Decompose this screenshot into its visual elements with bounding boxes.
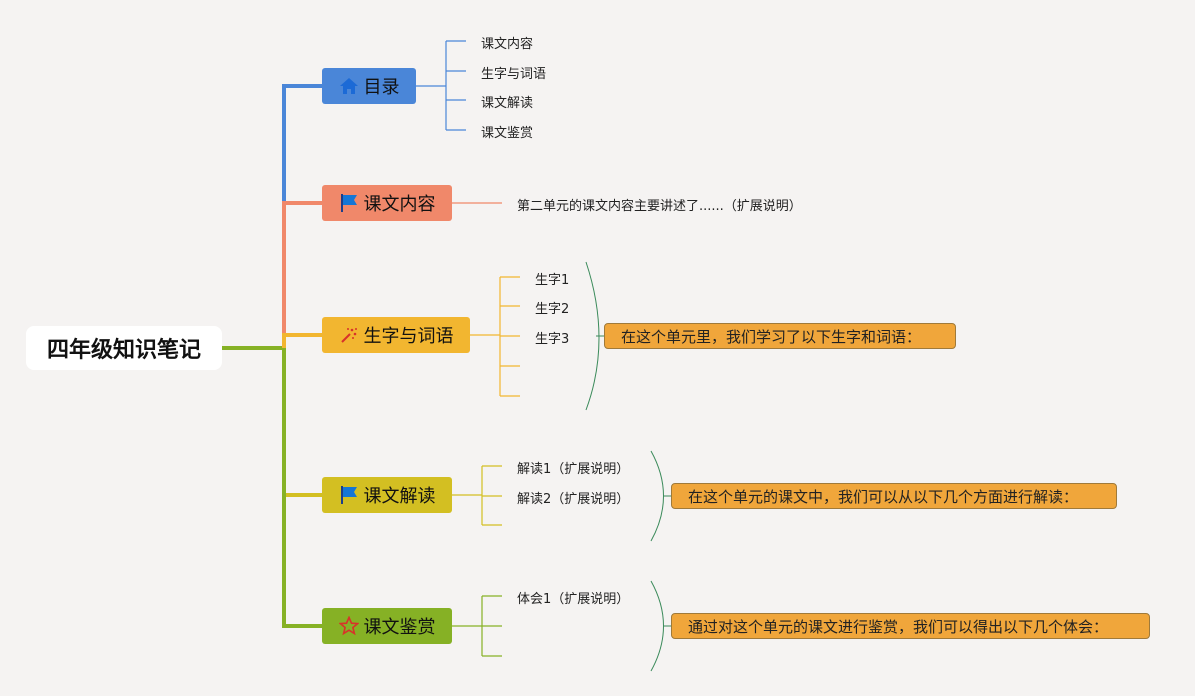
interp-summary[interactable]: 在这个单元的课文中，我们可以从以下几个方面进行解读：	[671, 483, 1117, 509]
chars-item[interactable]: 生字1	[535, 273, 570, 288]
content-description[interactable]: 第二单元的课文内容主要讲述了......（扩展说明）	[517, 199, 802, 214]
toc-item[interactable]: 课文内容	[481, 37, 534, 52]
branch-content-label: 课文内容	[363, 194, 436, 215]
branch-interp[interactable]: 课文解读	[322, 477, 452, 513]
root-topic[interactable]: 四年级知识笔记	[26, 326, 222, 370]
toc-item[interactable]: 课文鉴赏	[481, 126, 534, 141]
appre-summary[interactable]: 通过对这个单元的课文进行鉴赏，我们可以得出以下几个体会：	[671, 613, 1150, 639]
chars-item[interactable]: 生字2	[535, 302, 570, 317]
star-icon	[338, 616, 359, 636]
branch-chars[interactable]: 生字与词语	[322, 317, 470, 353]
interp-item[interactable]: 解读1（扩展说明）	[517, 462, 630, 477]
firework-icon	[340, 328, 357, 343]
branch-appre[interactable]: 课文鉴赏	[322, 608, 452, 644]
flag-icon	[340, 486, 357, 504]
chars-item[interactable]: 生字3	[535, 332, 570, 347]
interp-item[interactable]: 解读2（扩展说明）	[517, 492, 630, 507]
toc-item[interactable]: 课文解读	[481, 96, 534, 111]
flag-icon	[340, 194, 357, 212]
branch-chars-label: 生字与词语	[363, 326, 454, 347]
branch-interp-label: 课文解读	[363, 486, 436, 507]
branch-toc-label: 目录	[363, 77, 400, 98]
branch-appre-label: 课文鉴赏	[363, 617, 436, 638]
appre-item[interactable]: 体会1（扩展说明）	[517, 592, 630, 607]
chars-summary[interactable]: 在这个单元里，我们学习了以下生字和词语：	[604, 323, 956, 349]
branch-toc[interactable]: 目录	[322, 68, 416, 104]
branch-content[interactable]: 课文内容	[322, 185, 452, 221]
home-icon	[339, 78, 358, 94]
toc-item[interactable]: 生字与词语	[481, 67, 547, 82]
